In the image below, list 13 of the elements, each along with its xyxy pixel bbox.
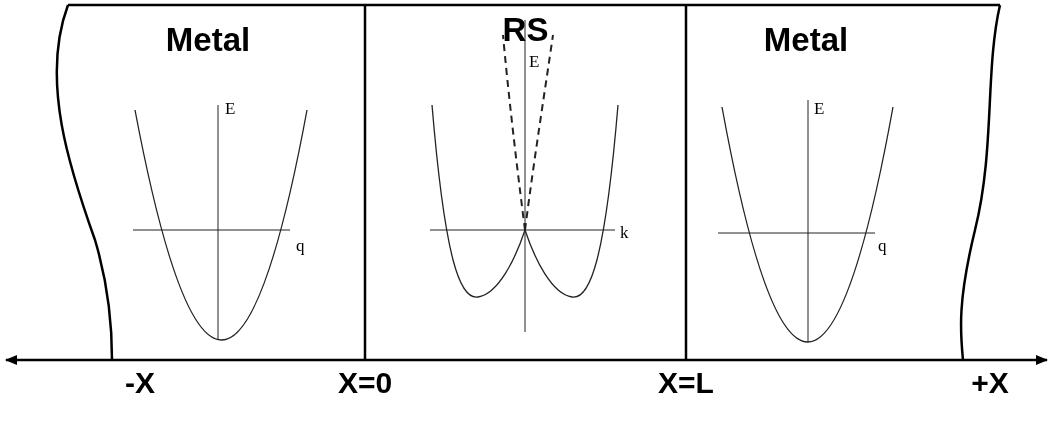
energy-axis-label: E [225, 100, 236, 117]
energy-axis-label: E [529, 53, 540, 70]
region-title: Metal [762, 23, 850, 56]
position-label: X=0 [337, 368, 393, 398]
position-label: X=L [658, 368, 714, 398]
position-label: -X [125, 368, 155, 398]
momentum-axis-label: q [296, 237, 305, 254]
energy-axis-label: E [814, 100, 825, 117]
momentum-axis-label: k [620, 224, 629, 241]
momentum-axis-label: q [878, 237, 887, 254]
position-label: +X [971, 368, 1009, 398]
region-title: RS [501, 13, 550, 46]
region-title: Metal [164, 23, 252, 56]
